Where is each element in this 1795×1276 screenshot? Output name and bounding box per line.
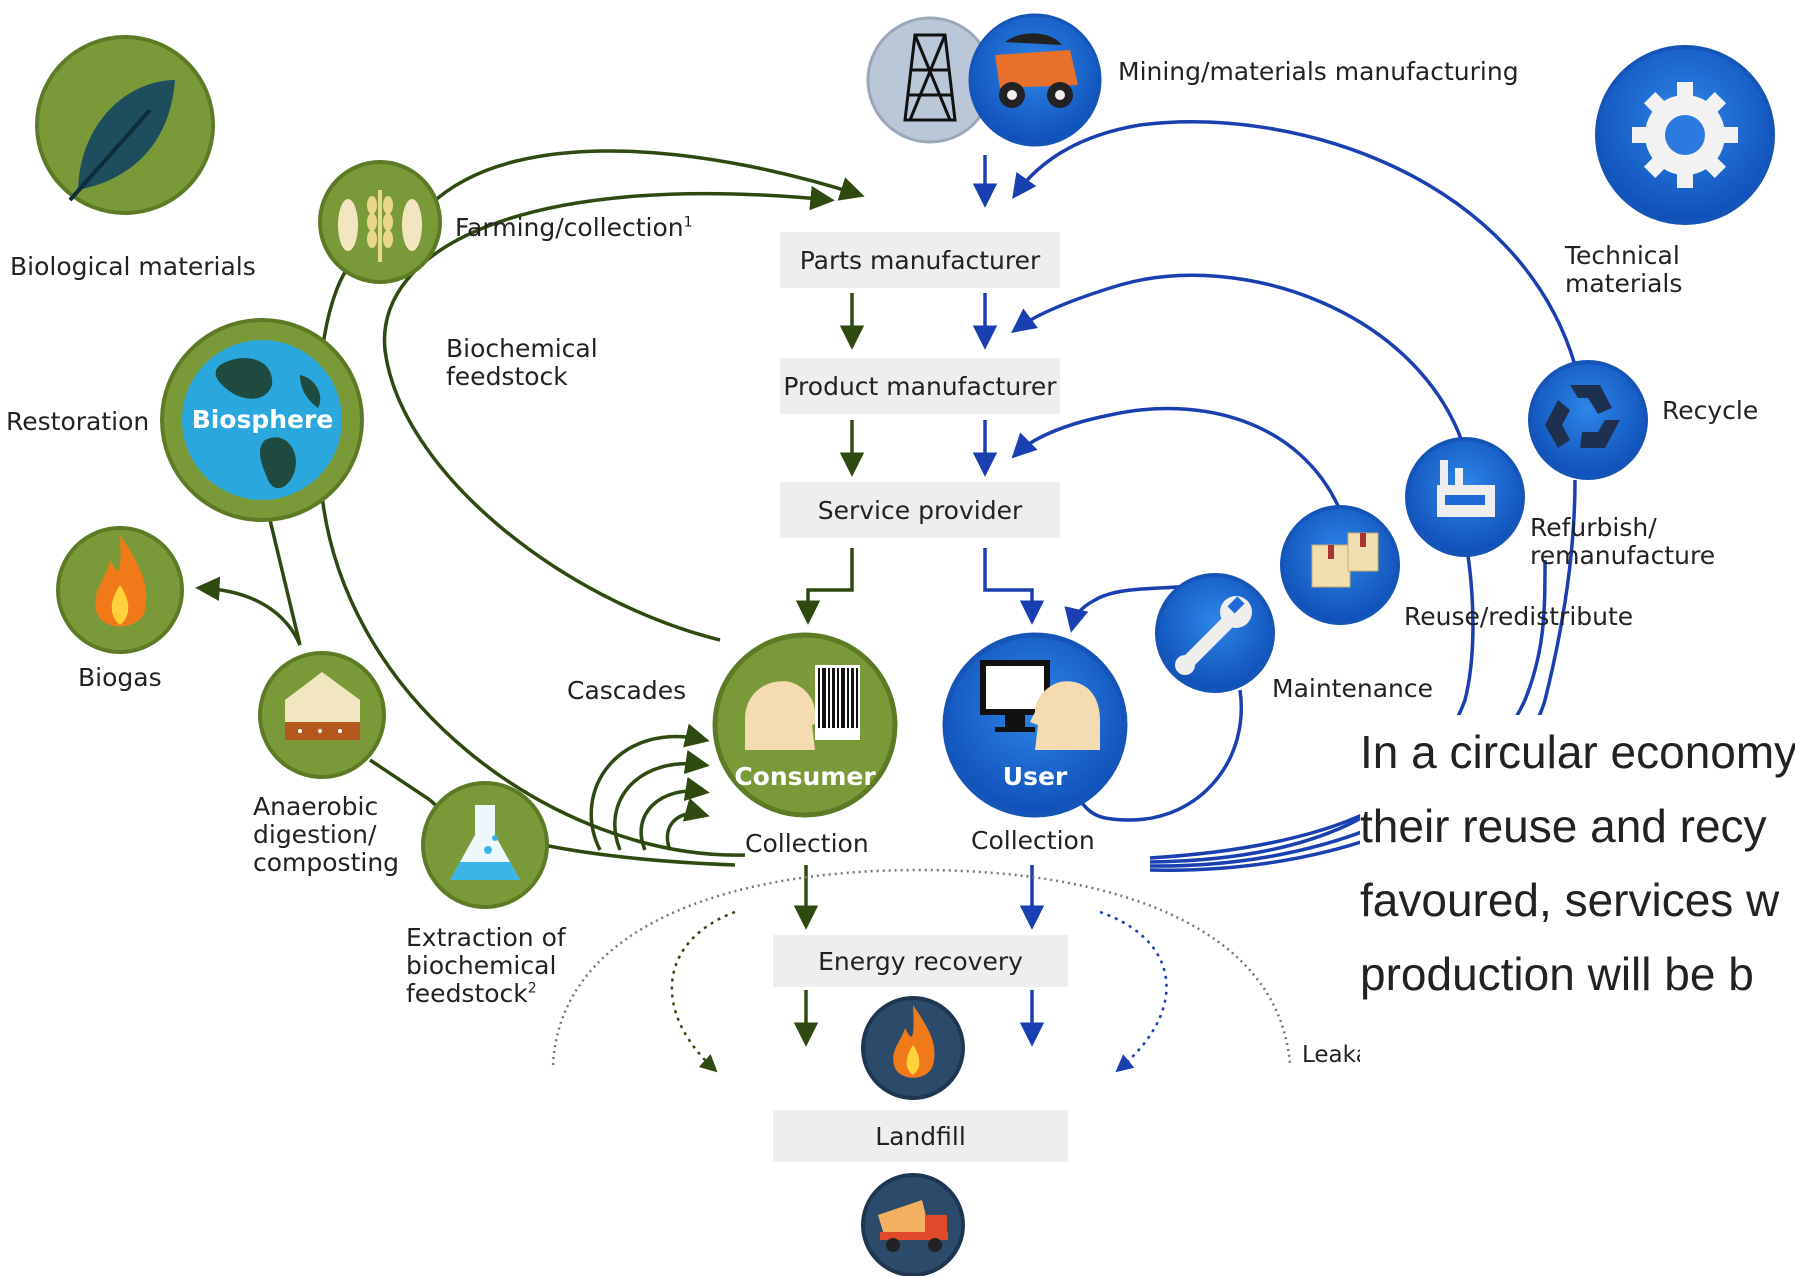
extraction-node bbox=[421, 781, 549, 909]
leakage-flows bbox=[551, 868, 1292, 1073]
consumer-label: Consumer bbox=[734, 762, 876, 791]
face-icon bbox=[745, 681, 820, 750]
reuse-node bbox=[1280, 505, 1400, 625]
excerpt-line: In a circular economy bbox=[1360, 726, 1795, 778]
cascade-3 bbox=[639, 776, 710, 851]
biochemical-feedstock-arrow bbox=[382, 185, 835, 642]
consumer-node bbox=[712, 632, 898, 818]
bio-outer-loop bbox=[316, 263, 746, 857]
recycle-icon bbox=[1545, 385, 1620, 448]
globe-icon bbox=[215, 357, 321, 489]
cascade-1 bbox=[589, 723, 710, 851]
user-label: User bbox=[1002, 762, 1068, 791]
biogas-label: Biogas bbox=[78, 663, 162, 692]
farming-label: Farming/collection1 bbox=[455, 213, 693, 242]
excerpt-line: production will be b bbox=[1360, 948, 1754, 1000]
leakage-blue-arrow bbox=[1099, 910, 1168, 1073]
product-manufacturer-box: Product manufacturer bbox=[780, 358, 1060, 414]
service-to-consumer-green bbox=[795, 548, 854, 625]
biochemical-feedstock-label: Biochemical feedstock bbox=[446, 334, 598, 391]
biological-materials-node bbox=[35, 35, 215, 215]
maintenance-node bbox=[1155, 573, 1275, 693]
cascades-label: Cascades bbox=[567, 676, 687, 705]
collection-bio-label: Collection bbox=[745, 829, 869, 858]
restoration-label: Restoration bbox=[6, 407, 150, 436]
recycle-loop bbox=[1012, 120, 1577, 366]
service-provider-box: Service provider bbox=[780, 482, 1060, 538]
refurbish-label: Refurbish/ remanufacture bbox=[1530, 513, 1716, 570]
recycle-node bbox=[1528, 360, 1648, 480]
technical-materials-label: Technical materials bbox=[1565, 241, 1683, 298]
excerpt-line: favoured, services w bbox=[1360, 874, 1780, 926]
refurbish-node bbox=[1405, 437, 1525, 557]
leakage-green-arrow bbox=[670, 910, 736, 1073]
user-node bbox=[942, 632, 1128, 818]
biological-flows bbox=[195, 149, 865, 1047]
cascade-4 bbox=[665, 797, 710, 851]
barcode-icon bbox=[815, 665, 860, 740]
face-icon bbox=[1030, 681, 1100, 750]
anaerobic-to-biogas-arrow bbox=[195, 576, 302, 646]
maintenance-loop bbox=[1064, 583, 1196, 633]
biosphere-to-anaerobic bbox=[268, 519, 302, 646]
farming-node bbox=[318, 160, 442, 284]
mining-label: Mining/materials manufacturing bbox=[1118, 57, 1519, 86]
refurbish-loop bbox=[1011, 273, 1467, 451]
biosphere-node bbox=[160, 318, 364, 522]
biogas-node bbox=[56, 526, 184, 654]
flame-icon bbox=[893, 1005, 935, 1078]
energy-recovery-box: Energy recovery bbox=[773, 935, 1068, 987]
boxes-icon bbox=[1311, 532, 1379, 588]
leakage-outer-arc bbox=[551, 868, 1292, 1066]
oil-rig-icon bbox=[903, 33, 957, 122]
anaerobic-to-extraction bbox=[369, 758, 431, 802]
flame-icon bbox=[95, 535, 147, 627]
reuse-loop bbox=[1011, 406, 1342, 511]
technical-materials-node bbox=[1595, 45, 1775, 225]
mining-node bbox=[866, 13, 1102, 147]
excerpt-line: their reuse and recy bbox=[1360, 800, 1767, 852]
compost-icon bbox=[285, 672, 360, 740]
anaerobic-node bbox=[258, 651, 386, 779]
wrench-icon bbox=[1175, 596, 1252, 675]
energy-flame-node bbox=[861, 996, 965, 1100]
cascade-2 bbox=[613, 749, 710, 851]
dump-truck-icon bbox=[878, 1200, 948, 1252]
landfill-box: Landfill bbox=[773, 1110, 1068, 1162]
recycle-label: Recycle bbox=[1662, 396, 1759, 425]
wheat-fish-icon bbox=[338, 190, 422, 262]
anaerobic-label: Anaerobic digestion/ composting bbox=[253, 792, 400, 877]
maintenance-label: Maintenance bbox=[1272, 674, 1433, 703]
factory-icon bbox=[1437, 460, 1495, 517]
parts-manufacturer-box: Parts manufacturer bbox=[780, 232, 1060, 288]
leaf-icon bbox=[68, 80, 175, 202]
landfill-node bbox=[861, 1173, 965, 1276]
gear-icon bbox=[1632, 82, 1738, 188]
biological-materials-label: Biological materials bbox=[10, 252, 256, 281]
flask-icon bbox=[450, 805, 520, 880]
farming-to-parts-arrow bbox=[428, 149, 865, 207]
biosphere-label: Biosphere bbox=[191, 405, 334, 434]
mining-truck-icon bbox=[995, 33, 1078, 108]
service-to-user-blue bbox=[983, 548, 1045, 625]
farming-footnote: 1 bbox=[683, 214, 693, 231]
collection-tech-label: Collection bbox=[971, 826, 1095, 855]
overlay-text-excerpt: In a circular economy their reuse and re… bbox=[1360, 715, 1795, 1075]
reuse-label: Reuse/redistribute bbox=[1404, 602, 1634, 631]
maintenance-return bbox=[1078, 689, 1243, 822]
extraction-label: Extraction of biochemical feedstock2 bbox=[406, 923, 566, 1008]
extraction-footnote: 2 bbox=[527, 980, 537, 997]
